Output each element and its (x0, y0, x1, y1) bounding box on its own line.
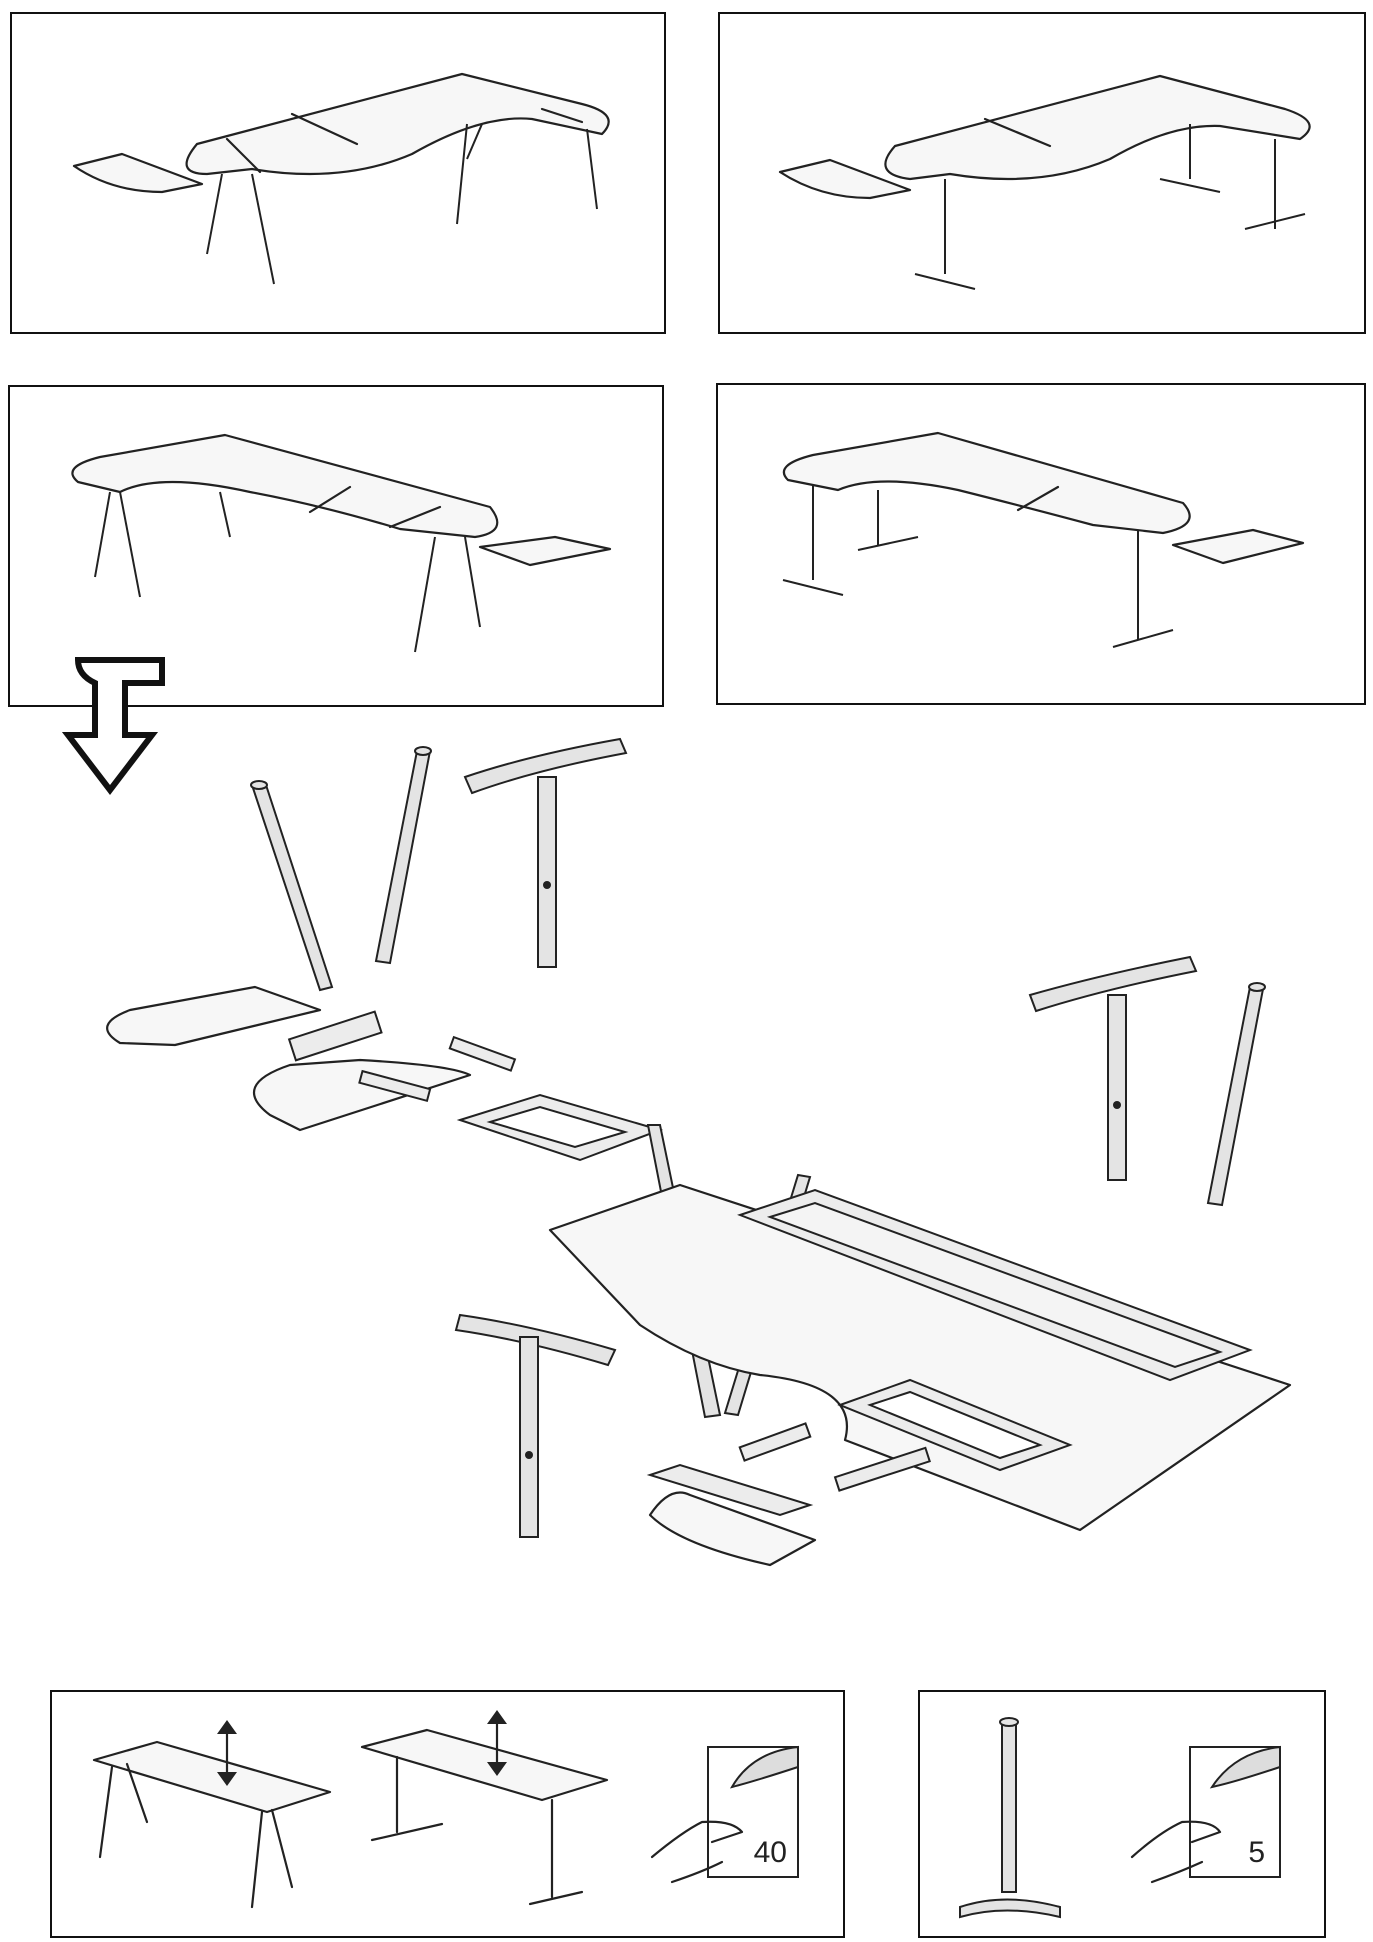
page-reference-number: 40 (754, 1836, 787, 1869)
t-leg-reference-illustration: 5 (959, 1717, 1281, 1919)
desk-t-leg-illustration (360, 1728, 609, 1802)
t-leg-icon (959, 1717, 1061, 1919)
frame-part (287, 1010, 383, 1062)
page-reference-number: 5 (1248, 1836, 1265, 1869)
desk-illustration-c-alegs-right-ext (71, 433, 612, 653)
height-adjust-arrow-icon (217, 1720, 237, 1786)
height-adjust-arrow-icon (487, 1710, 507, 1776)
variant-panel-d (716, 383, 1366, 705)
desk-illustration-a-legs-left-ext (72, 72, 610, 285)
page-turn-hand-icon (650, 1745, 799, 1884)
t-leg-part (454, 1313, 617, 1538)
t-leg-part (1028, 955, 1198, 1181)
a-leg-part (1206, 982, 1266, 1207)
reference-panel-t-leg: 5 (918, 1690, 1326, 1938)
down-arrow-icon (61, 657, 165, 795)
variant-panel-c (8, 385, 664, 707)
desk-illustration-d-tlegs-right-ext (782, 431, 1305, 648)
a-leg-part (250, 780, 334, 992)
extension-top-part (106, 985, 322, 1047)
height-adjust-illustrations: 40 (92, 1710, 799, 1909)
frame-part (646, 1463, 814, 1517)
desk-illustration-b-tlegs-left-ext (778, 74, 1311, 290)
a-leg-part (374, 746, 432, 965)
rail-part (738, 1422, 812, 1462)
exploded-parts-diagram (106, 737, 1292, 1567)
variant-panel-a (10, 12, 666, 334)
page-turn-hand-icon (1130, 1745, 1281, 1884)
desk-a-leg-illustration (92, 1740, 332, 1814)
t-leg-part (463, 737, 628, 968)
rail-part (833, 1446, 931, 1492)
desk-top-part (548, 1183, 1292, 1532)
reference-panel-height-adjust: 40 (50, 1690, 845, 1938)
rail-part (358, 1069, 432, 1103)
variant-panel-b (718, 12, 1366, 334)
rail-part (448, 1035, 517, 1072)
extension-top-part (252, 1058, 472, 1132)
extension-top-part (648, 1491, 817, 1567)
